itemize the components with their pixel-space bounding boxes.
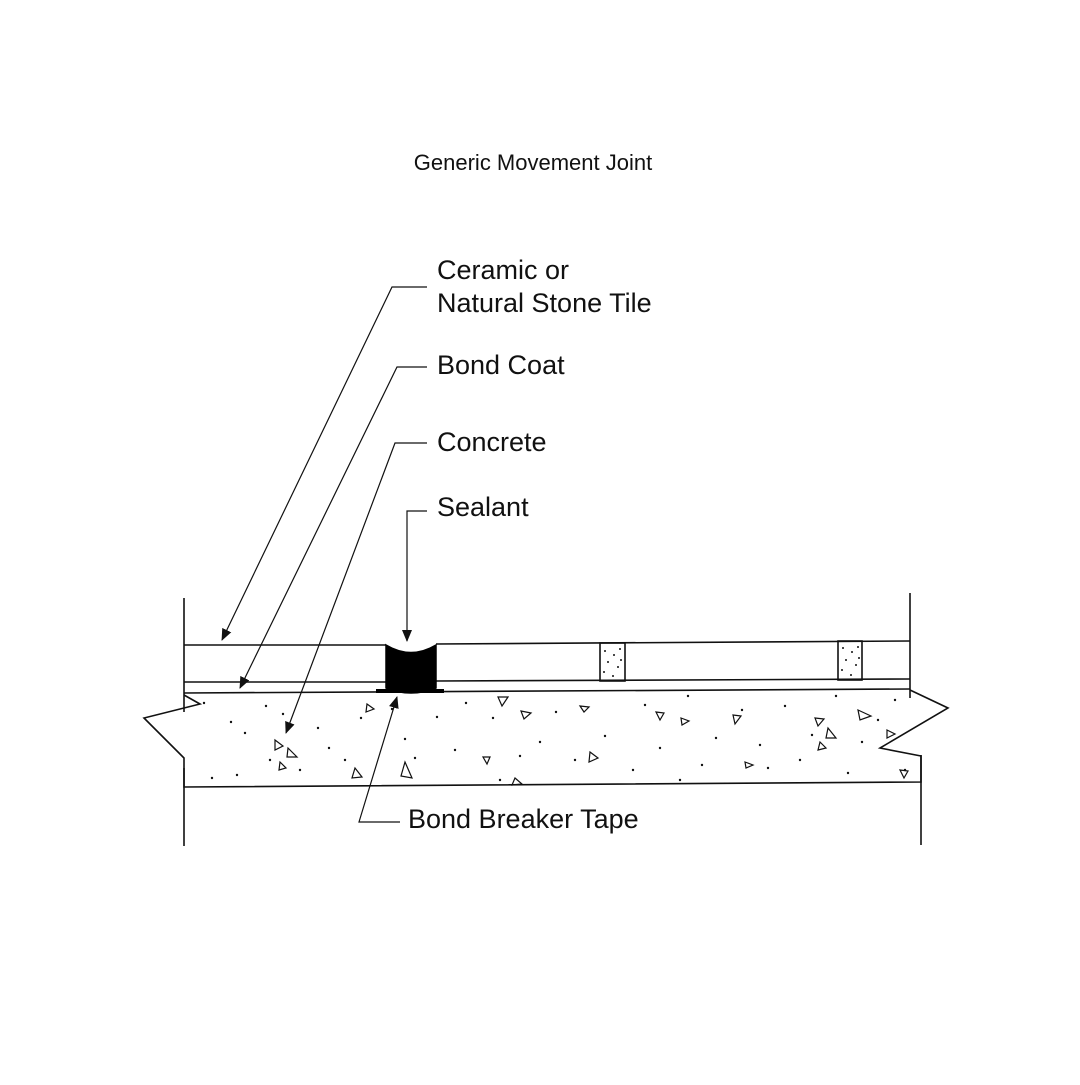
grout-stipple (603, 646, 860, 677)
bond-coat-leader-arrow (239, 366, 427, 689)
grout-joint (599, 642, 626, 682)
bond-breaker-tape (376, 689, 444, 693)
concrete-stipple (202, 694, 907, 782)
label-tile-line2: Natural Stone Tile (437, 288, 652, 318)
label-sealant: Sealant (437, 492, 529, 522)
sealant-bead (385, 643, 437, 694)
concrete-leader-arrow (285, 442, 427, 734)
label-bond-coat: Bond Coat (437, 350, 565, 380)
bond-breaker-leader-arrow (358, 696, 400, 823)
sealant-leader-arrow (402, 510, 427, 642)
concrete-slab (142, 689, 950, 788)
label-bond-breaker-tape: Bond Breaker Tape (408, 804, 639, 834)
tile-leader-arrow (221, 286, 427, 641)
concrete-aggregate (274, 696, 909, 786)
label-tile-line1: Ceramic or (437, 255, 569, 285)
tile-layer (184, 640, 911, 683)
leader-lines (221, 286, 427, 823)
bond-coat-layer (183, 688, 911, 694)
diagram-title: Generic Movement Joint (414, 150, 652, 175)
label-concrete: Concrete (437, 427, 547, 457)
grout-joint (837, 640, 863, 681)
